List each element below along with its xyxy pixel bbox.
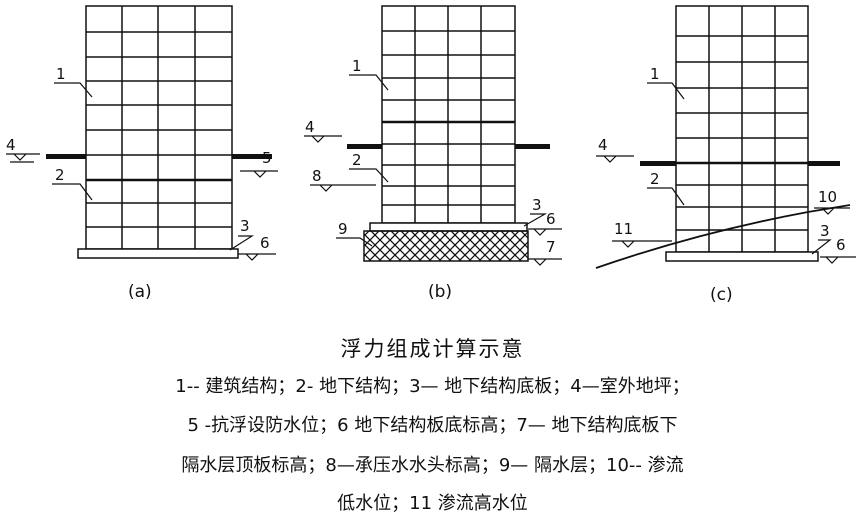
panel-b: 1 2 4 8 9 3 6 7 (b) <box>304 5 562 302</box>
level-mark-6-c <box>820 256 856 264</box>
building-grid-b <box>381 5 516 224</box>
level-mark-7-b <box>528 258 562 266</box>
leader-2-c <box>647 187 685 206</box>
callout-7-b: 7 <box>546 238 556 256</box>
callout-6-a: 6 <box>260 234 270 252</box>
aquitard-layer-b <box>363 230 529 262</box>
callout-4-b: 4 <box>305 118 315 136</box>
callout-10-c: 10 <box>818 188 837 206</box>
caption-line-4: 低水位；11 渗流高水位 <box>337 493 528 514</box>
caption-line-3: 隔水层顶板标高；8—承压水水头标高；9— 隔水层；10-- 渗流 <box>181 455 684 476</box>
base-slab-c <box>665 251 819 262</box>
building-grid-a <box>85 5 233 250</box>
callout-4-a: 4 <box>6 136 16 154</box>
level-mark-4-b <box>304 135 342 143</box>
callout-2-c: 2 <box>650 170 660 188</box>
callout-2-a: 2 <box>55 166 65 184</box>
caption-title: 浮力组成计算示意 <box>340 337 525 361</box>
callout-1-b: 1 <box>352 57 362 75</box>
callout-9-b: 9 <box>338 220 348 238</box>
ground-surface-right-c <box>808 161 840 166</box>
level-mark-8-b <box>310 184 376 192</box>
callout-3-c: 3 <box>820 222 830 240</box>
callout-6-b: 6 <box>546 210 556 228</box>
seepage-line-c <box>595 204 851 269</box>
callout-3-b: 3 <box>532 196 542 214</box>
callout-6-c: 6 <box>836 236 846 254</box>
callout-5-a: 5 <box>262 149 272 167</box>
callout-11-c: 11 <box>614 220 633 238</box>
ground-surface-left-b <box>347 144 382 149</box>
leader-9-b <box>336 237 373 247</box>
level-mark-4-a <box>6 153 40 163</box>
caption-line-2: 5 -抗浮设防水位；6 地下结构板底标高；7— 地下结构底板下 <box>187 415 678 436</box>
level-mark-6-b <box>528 228 562 236</box>
base-slab-b <box>369 222 528 232</box>
level-mark-4-c <box>596 155 634 163</box>
callout-2-b: 2 <box>352 151 362 169</box>
leader-3-a <box>229 235 255 251</box>
callout-1-a: 1 <box>56 65 66 83</box>
level-mark-6-a <box>238 253 276 261</box>
callout-3-a: 3 <box>240 217 250 235</box>
panel-label-a: (a) <box>128 282 152 302</box>
level-mark-5-a <box>240 170 278 178</box>
leader-1-a <box>54 82 93 98</box>
ground-surface-right-b <box>515 144 550 149</box>
level-mark-10-c <box>814 207 850 215</box>
leader-2-a <box>52 183 93 201</box>
panel-c: 1 2 4 11 10 3 6 (c) <box>595 5 856 305</box>
callout-4-c: 4 <box>598 136 608 154</box>
leader-3-b <box>523 213 548 227</box>
leader-2-b <box>349 168 389 183</box>
callout-1-c: 1 <box>650 65 660 83</box>
level-mark-11-c <box>612 240 672 248</box>
panel-label-b: (b) <box>428 282 452 302</box>
ground-surface-left-a <box>46 154 86 159</box>
leader-1-b <box>349 74 389 91</box>
base-slab-a <box>77 248 239 259</box>
leader-1-c <box>647 82 685 100</box>
leader-3-c <box>811 239 832 255</box>
panel-label-c: (c) <box>710 285 733 305</box>
caption-line-1: 1-- 建筑结构；2- 地下结构；3— 地下结构底板；4—室外地坪； <box>175 376 690 397</box>
building-grid-c <box>675 5 809 253</box>
ground-surface-right-a <box>232 154 272 159</box>
ground-surface-left-c <box>640 161 676 166</box>
callout-8-b: 8 <box>312 167 322 185</box>
panel-a: 1 2 4 5 3 6 (a) <box>6 5 278 302</box>
